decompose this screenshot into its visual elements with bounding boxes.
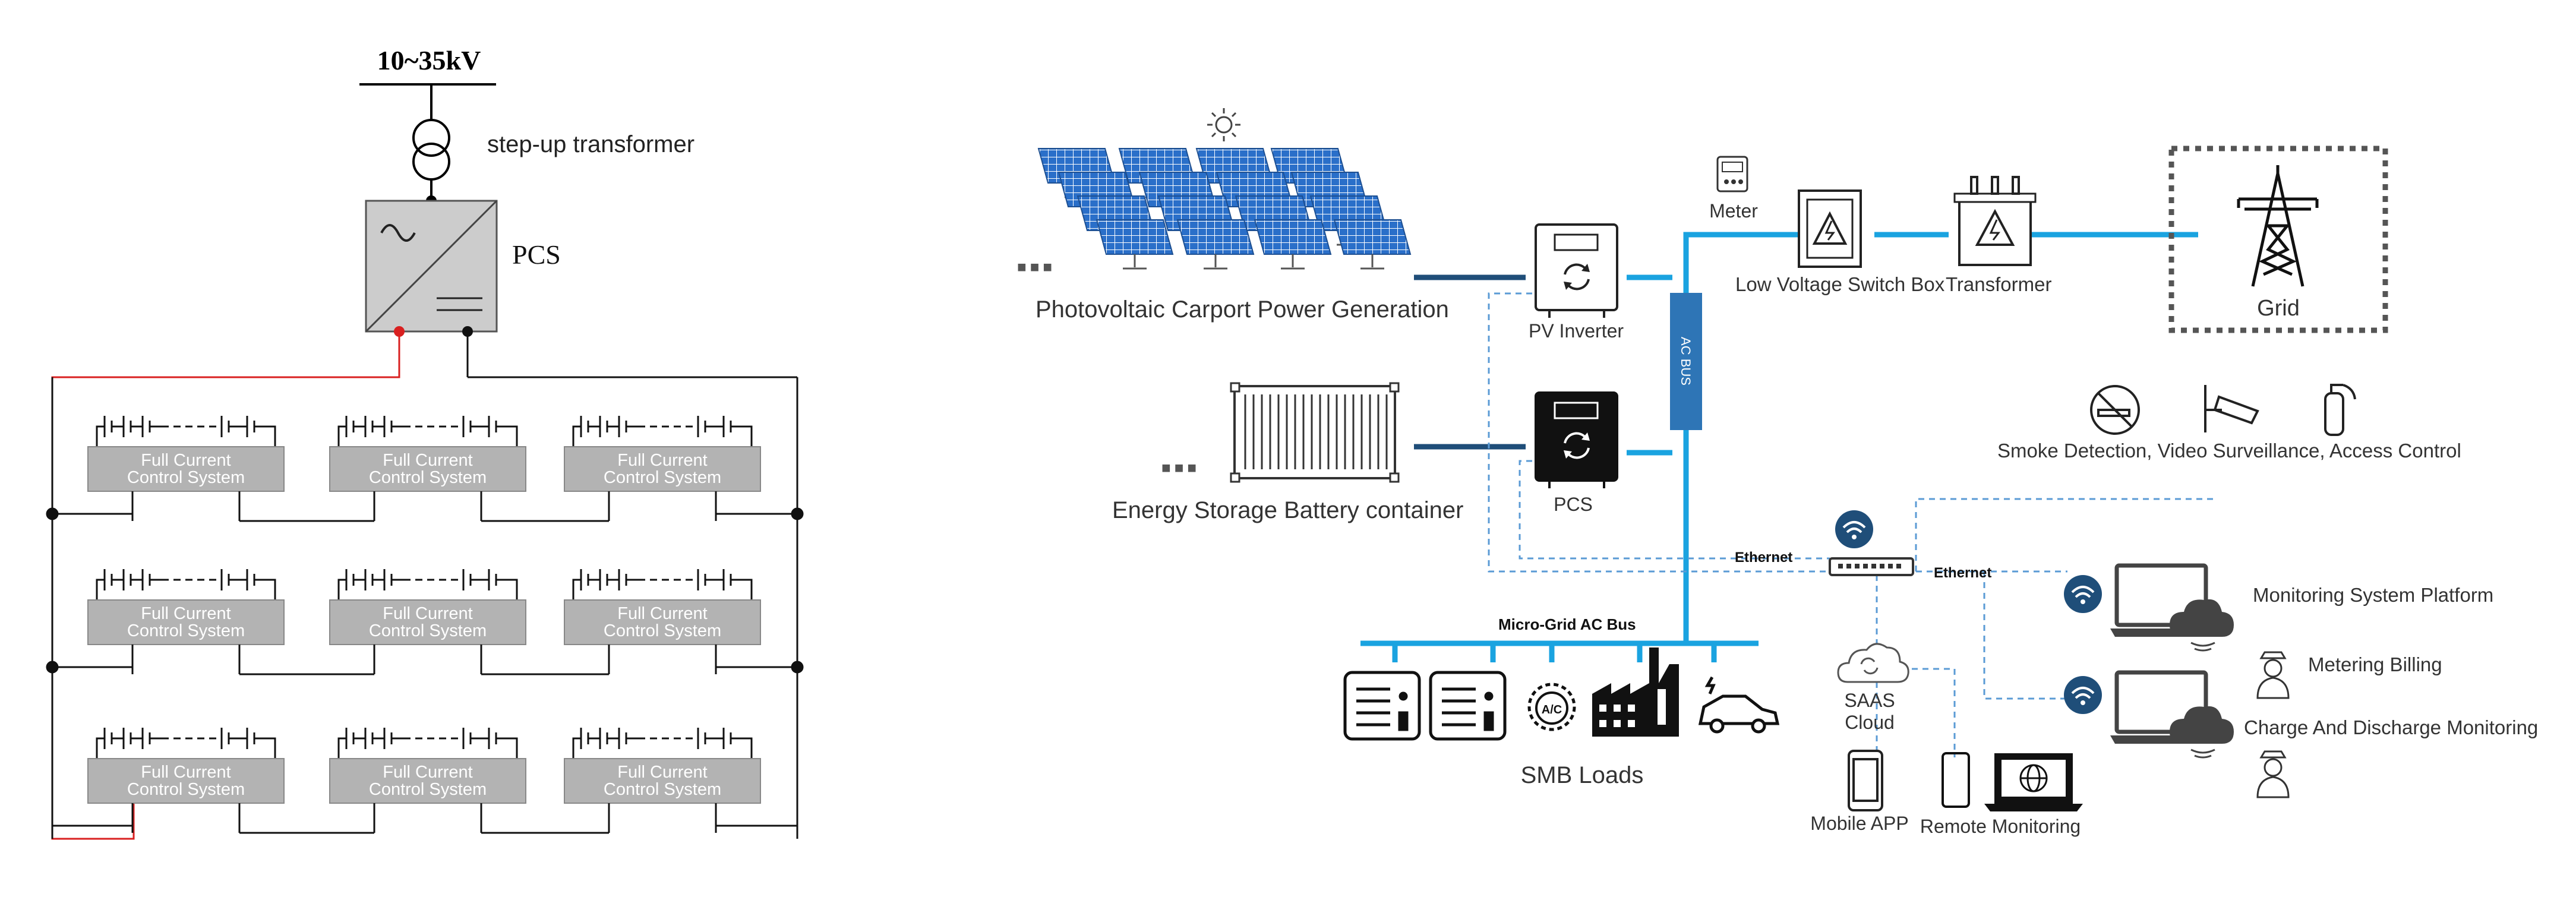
surveillance-camera-icon	[2204, 385, 2259, 432]
monitoring-laptop-icon-1	[2064, 563, 2234, 652]
battery-container-icon	[1230, 382, 1400, 483]
switch-box-label: Low Voltage Switch Box	[1735, 273, 1945, 295]
module-label-line2: Control System	[604, 621, 721, 640]
ellipsis-dots: ■■■	[1017, 258, 1056, 276]
pcs-box	[365, 200, 498, 333]
pv-inverter-icon	[1535, 223, 1618, 318]
electric-car-icon	[1698, 676, 1780, 734]
battery-string-icon	[572, 416, 753, 447]
network-switch-icon	[1829, 557, 1914, 576]
module-label-line1: Full Current	[141, 763, 231, 782]
module-label-line1: Full Current	[141, 451, 231, 470]
charge-monitoring-label: Charge And Discharge Monitoring	[2244, 716, 2538, 738]
pcs-right-label: PCS	[1554, 494, 1593, 515]
ac-bus-bar	[1670, 293, 1702, 430]
battery-string-icon	[337, 569, 518, 600]
module-label-line1: Full Current	[383, 763, 473, 782]
pcs-label: PCS	[512, 239, 561, 270]
saas-label-line1: SAAS	[1844, 690, 1895, 711]
module-label-line2: Control System	[369, 780, 487, 799]
remote-monitoring-label: Remote Monitoring	[1920, 816, 2081, 837]
microgrid-label: Micro-Grid AC Bus	[1498, 615, 1636, 633]
battery-string-icon	[572, 728, 753, 759]
switch-box-icon	[1798, 189, 1862, 268]
module-label-line2: Control System	[369, 621, 487, 640]
module-label-line1: Full Current	[383, 451, 473, 470]
battery-string-icon	[96, 569, 276, 600]
cabinet-icon-1	[1343, 671, 1421, 741]
meter-label: Meter	[1709, 200, 1758, 222]
pv-inverter-label: PV Inverter	[1529, 320, 1624, 342]
air-conditioner-icon: A/C	[1527, 683, 1576, 731]
ac-network-lines	[1360, 232, 2198, 662]
transformer-symbol	[412, 119, 450, 181]
solar-panel-array	[1037, 148, 1412, 270]
metering-billing-label: Metering Billing	[2308, 653, 2442, 675]
battery-string-icon	[337, 416, 518, 447]
system-diagram: ■■■ Photovoltaic Carport Power Generatio…	[1017, 108, 2538, 837]
transformer-label: Transformer	[1946, 273, 2051, 295]
module-label-line2: Control System	[127, 621, 245, 640]
security-label: Smoke Detection, Video Surveillance, Acc…	[1997, 440, 2461, 462]
module-label-line1: Full Current	[383, 604, 473, 623]
module-label-line1: Full Current	[617, 451, 708, 470]
battery-string-icon	[337, 728, 518, 759]
factory-icon	[1592, 648, 1679, 737]
step-up-transformer-label: step-up transformer	[487, 131, 694, 157]
smb-loads-label: SMB Loads	[1521, 762, 1644, 788]
module-label-line2: Control System	[369, 468, 487, 487]
ac-symbol-icon	[380, 224, 416, 242]
module-label-line1: Full Current	[617, 763, 708, 782]
module-label-line2: Control System	[604, 780, 721, 799]
operator-icon-2	[2256, 750, 2290, 798]
transformer-icon	[1953, 176, 2037, 266]
saas-label-line2: Cloud	[1845, 712, 1895, 733]
module-label-line1: Full Current	[141, 604, 231, 623]
module-label-line2: Control System	[604, 468, 721, 487]
battery-string-icon	[96, 728, 276, 759]
voltage-label: 10~35kV	[377, 45, 481, 75]
ellipsis-dots-2: ■■■	[1161, 459, 1200, 476]
cabinet-icon-2	[1429, 671, 1507, 741]
laptop-globe-icon	[1984, 753, 2083, 811]
monitoring-laptop-icon-2	[2064, 670, 2234, 759]
transmission-tower-icon	[2237, 165, 2319, 287]
sun-icon	[1207, 108, 1240, 141]
platform-label: Monitoring System Platform	[2253, 584, 2493, 606]
mobile-app-label: Mobile APP	[1810, 813, 1908, 834]
pv-carport-label: Photovoltaic Carport Power Generation	[1036, 296, 1449, 323]
communication-lines	[1488, 292, 2216, 757]
module-label-line2: Control System	[127, 780, 245, 799]
meter-icon	[1716, 156, 1748, 192]
phone-icon	[1942, 752, 1970, 808]
ac-bus-label: AC BUS	[1678, 337, 1693, 386]
grid-label: Grid	[2257, 296, 2300, 321]
ethernet-label-right: Ethernet	[1934, 565, 1991, 581]
svg-text:A/C: A/C	[1542, 703, 1562, 716]
fire-extinguisher-icon	[2324, 384, 2356, 436]
module-label-line1: Full Current	[617, 604, 708, 623]
grid-frame	[2168, 146, 2388, 333]
operator-icon-1	[2256, 651, 2290, 699]
module-label-line2: Control System	[127, 468, 245, 487]
single-line-diagram: 10~35kV step-up transformer PCS Full Cur…	[46, 45, 804, 840]
battery-string-icon	[572, 569, 753, 600]
cloud-icon	[1837, 643, 1909, 683]
mobile-phone-icon	[1848, 750, 1883, 811]
ethernet-label-left: Ethernet	[1735, 549, 1792, 566]
battery-string-icon	[96, 416, 276, 447]
wifi-icon	[1835, 510, 1873, 548]
no-smoking-icon	[2090, 385, 2140, 435]
energy-storage-label: Energy Storage Battery container	[1112, 497, 1463, 523]
pcs-icon	[1535, 391, 1618, 488]
